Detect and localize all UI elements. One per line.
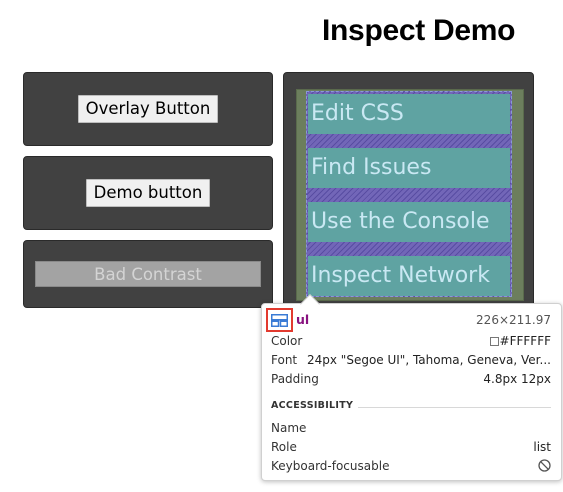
bad-contrast-button[interactable]: Bad Contrast [35,261,261,287]
padding-row: Padding 4.8px 12px [271,370,551,388]
font-label: Font [271,353,298,367]
name-row: Name [271,419,551,437]
feature-list[interactable]: Edit CSS Find Issues Use the Console Ins… [306,91,512,297]
list-item[interactable]: Edit CSS [308,94,510,134]
color-label: Color [271,334,303,348]
grid-layout-icon[interactable] [266,308,293,332]
role-row: Role list [271,438,551,456]
padding-label: Padding [271,372,319,386]
color-value: #FFFFFF [499,334,551,348]
keyboard-focusable-label: Keyboard-focusable [271,459,390,473]
list-item[interactable]: Use the Console [308,202,510,242]
role-value: list [533,440,551,454]
section-divider [358,407,551,408]
overlay-button[interactable]: Overlay Button [77,95,219,123]
name-label: Name [271,421,307,435]
color-swatch [489,337,499,346]
feature-list-panel: Edit CSS Find Issues Use the Console Ins… [283,72,534,308]
element-tag: ul [296,312,310,327]
keyboard-focusable-row: Keyboard-focusable [271,457,551,475]
demo-button[interactable]: Demo button [85,179,211,207]
tooltip-header: ul 226×211.97 [266,308,551,332]
demo-button-panel: Demo button [23,156,273,230]
no-entry-icon [538,457,551,475]
role-label: Role [271,440,297,454]
font-row: Font 24px "Segoe UI", Tahoma, Geneva, Ve… [271,351,551,369]
overlay-button-panel: Overlay Button [23,72,273,146]
accessibility-section-title: ACCESSIBILITY [271,400,354,411]
list-item[interactable]: Inspect Network [308,256,510,296]
page-title: Inspect Demo [322,14,516,47]
padding-value: 4.8px 12px [483,372,551,386]
inspect-tooltip: ul 226×211.97 Color #FFFFFF Font 24px "S… [261,294,562,481]
bad-contrast-panel: Bad Contrast [23,240,273,308]
color-row: Color #FFFFFF [271,332,551,350]
list-item[interactable]: Find Issues [308,148,510,188]
element-dimensions: 226×211.97 [476,313,551,327]
font-value: 24px "Segoe UI", Tahoma, Geneva, Ver... [307,353,551,367]
color-value-wrap: #FFFFFF [489,332,551,350]
